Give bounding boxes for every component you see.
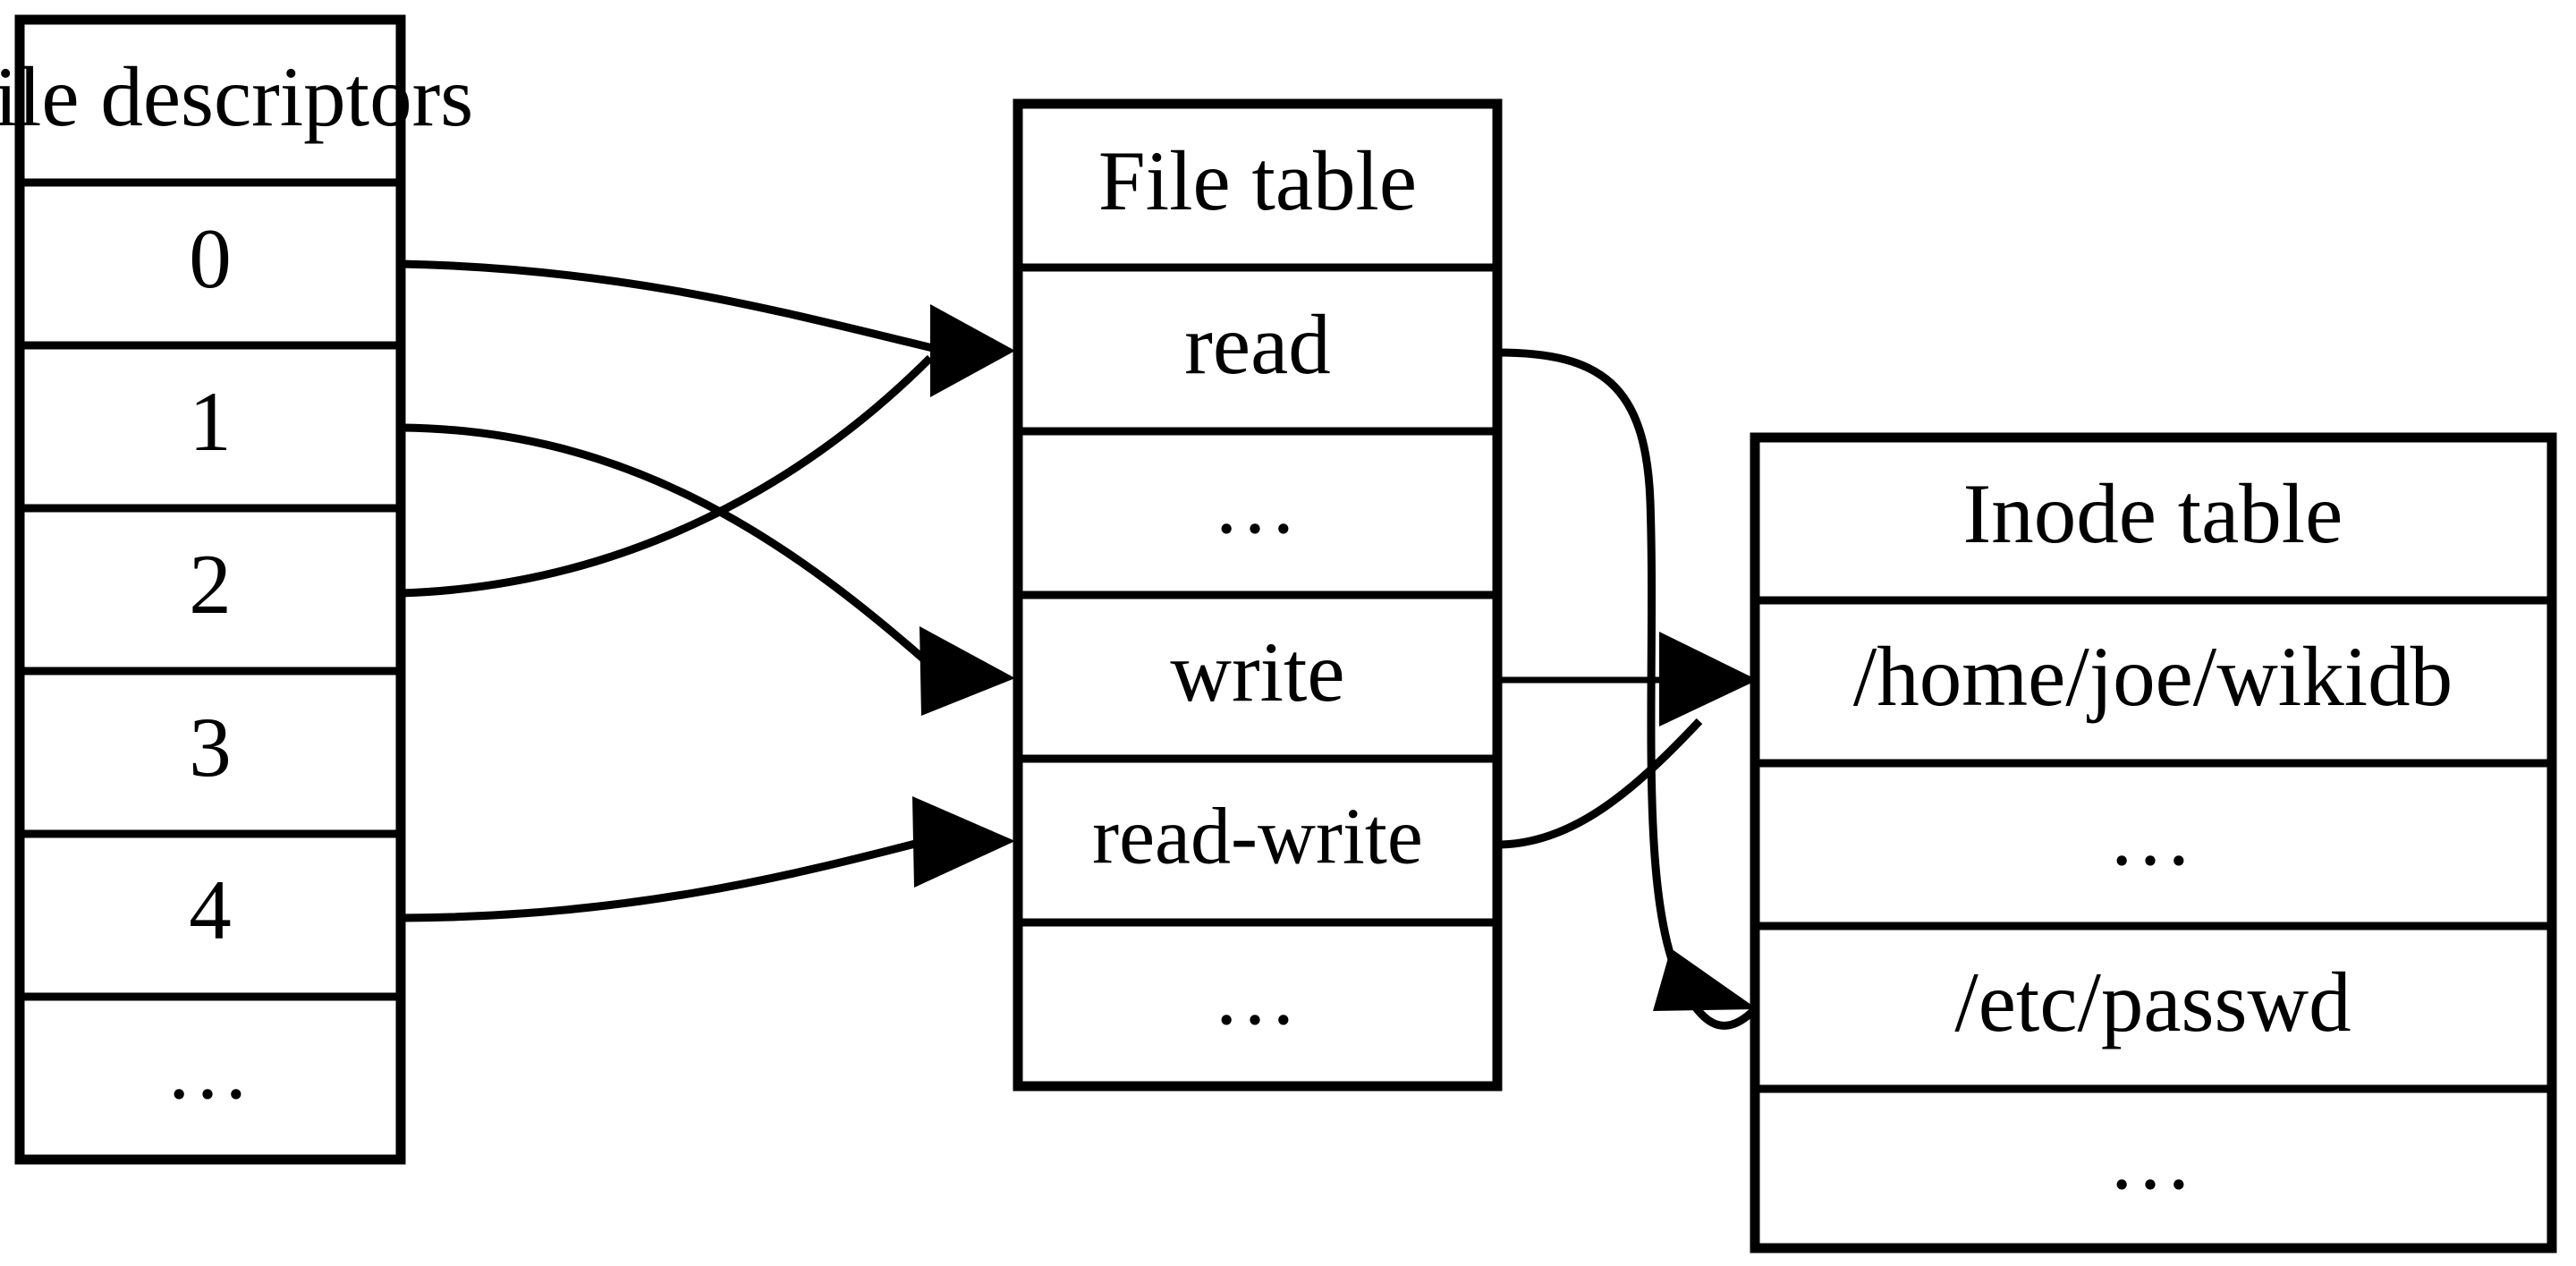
fd-header-label: File descriptors <box>0 49 473 144</box>
connector-fd2-to-read <box>400 354 934 598</box>
connector-read-to-passwd-arrowhead <box>1653 948 1758 1011</box>
fd-row-3-label: 3 <box>189 700 232 794</box>
ft-row-readwrite-label: read-write <box>1092 793 1423 881</box>
ft-row-write-label: write <box>1170 625 1344 719</box>
connector-read-to-passwd <box>1496 348 1758 1030</box>
connector-fd0-to-read <box>400 259 1015 397</box>
connector-readwrite-to-wikidb <box>1496 718 1703 849</box>
connector-fd2-to-read-line <box>400 354 934 598</box>
connector-fd1-to-write <box>400 423 1015 716</box>
connector-fd0-to-read-line <box>400 259 945 355</box>
connector-fd4-to-readwrite <box>400 796 1015 922</box>
ft-row-read-label: read <box>1184 297 1330 392</box>
ft-row-more1-label: … <box>1213 456 1303 551</box>
it-table-border <box>1750 432 2557 1253</box>
it-row-more1-label: … <box>2108 788 2199 883</box>
ft-row-more2-label: … <box>1213 947 1303 1042</box>
connector-write-to-wikidb <box>1497 632 1758 726</box>
fd-row-2-label: 2 <box>189 537 232 632</box>
it-row-more2-label: … <box>2108 1112 2199 1207</box>
connector-fd4-to-readwrite-line <box>400 837 928 922</box>
inode-table: Inode table /home/joe/wikidb … /etc/pass… <box>1750 432 2557 1253</box>
file-descriptors-table: File descriptors 0 1 2 3 4 … <box>0 14 473 1165</box>
connector-fd1-to-write-line <box>400 423 942 676</box>
fd-row-1-label: 1 <box>189 374 232 469</box>
it-row-wikidb-label: /home/joe/wikidb <box>1853 629 2453 724</box>
file-table: File table read … write read-write … <box>1013 98 1503 1092</box>
ft-row-readwrite-cell[interactable] <box>1013 754 1502 927</box>
it-row-passwd-label: /etc/passwd <box>1954 955 2351 1049</box>
ft-header-label: File table <box>1098 133 1417 228</box>
fd-row-0-cell[interactable] <box>15 178 405 350</box>
connector-write-to-wikidb-arrowhead <box>1659 632 1758 726</box>
it-header-label: Inode table <box>1963 466 2343 561</box>
fd-row-0-label: 0 <box>189 211 232 306</box>
ft-table-border <box>1013 98 1503 1092</box>
connector-readwrite-to-wikidb-line <box>1496 718 1703 849</box>
connector-read-to-passwd-line <box>1496 348 1758 1030</box>
fd-row-more-label: … <box>165 1022 256 1117</box>
connector-fd0-to-read-arrowhead <box>930 304 1015 397</box>
connector-fd1-to-write-arrowhead <box>919 626 1015 716</box>
connector-fd4-to-readwrite-arrowhead <box>912 796 1015 888</box>
fd-row-4-label: 4 <box>189 862 232 957</box>
